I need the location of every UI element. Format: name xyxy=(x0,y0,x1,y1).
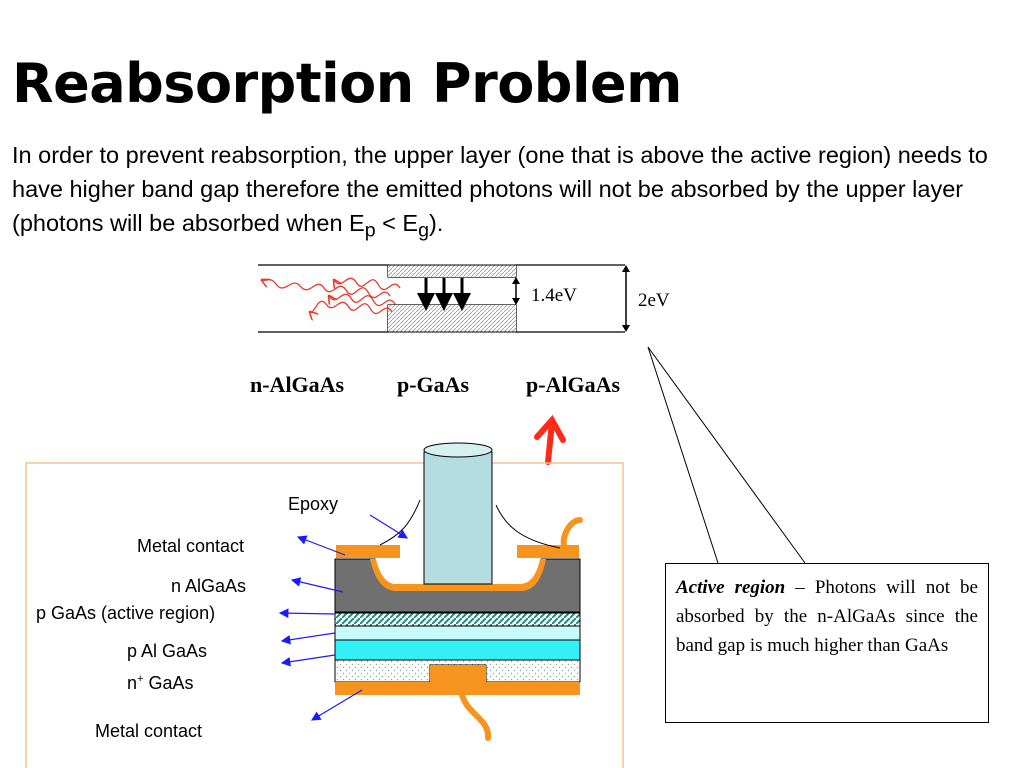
label-epoxy: Epoxy xyxy=(288,494,339,514)
band-diagram xyxy=(258,264,630,333)
body-text-end: ). xyxy=(428,210,444,236)
large-gap-label: 2eV xyxy=(638,290,670,311)
note-text: – Photons will not be absorbed by the n-… xyxy=(676,577,978,656)
epoxy-meniscus xyxy=(495,504,561,549)
cup-contact xyxy=(370,559,546,591)
emission-up-arrow xyxy=(534,414,566,465)
active-region-note: Active region – Photons will not be abso… xyxy=(665,563,989,723)
bottom-contact xyxy=(335,665,580,695)
layer-label-p-gaas: p-GaAs xyxy=(397,372,470,397)
top-contact-right xyxy=(517,545,579,558)
active-region-layer xyxy=(334,612,581,627)
emission-arrows xyxy=(417,278,471,311)
layer-label-n-algaas: n-AlGaAs xyxy=(250,372,345,397)
light-cyan-layer xyxy=(334,625,581,641)
p-algaas-layer xyxy=(334,639,581,661)
layer-label-p-algaas: p-AlGaAs xyxy=(526,372,621,397)
label-n-algaas: n AlGaAs xyxy=(171,576,247,596)
bottom-lead xyxy=(459,692,492,741)
small-gap-arrow xyxy=(512,277,520,305)
top-contact-left xyxy=(336,545,400,558)
large-gap-arrow xyxy=(622,265,630,332)
n-plus-base: n xyxy=(127,673,138,693)
led-device xyxy=(334,442,583,741)
small-gap-label: 1.4eV xyxy=(531,285,577,306)
hatched-lower-region xyxy=(388,305,516,332)
n-plus-superscript: + xyxy=(137,673,144,685)
photon-waves xyxy=(262,278,401,313)
slide-title: Reabsorption Problem xyxy=(12,52,682,115)
hatched-upper-region xyxy=(388,265,516,277)
subscript-p: p xyxy=(364,219,376,242)
body-text-lt: < E xyxy=(375,210,419,236)
epoxy-meniscus-left xyxy=(379,499,421,546)
optical-fiber xyxy=(423,442,493,585)
device-frame xyxy=(25,462,624,768)
pointer-arrows xyxy=(278,514,409,721)
label-metal-contact-top: Metal contact xyxy=(137,536,245,556)
label-p-algaas: p Al GaAs xyxy=(127,641,208,661)
bond-wire xyxy=(560,517,583,551)
body-paragraph: In order to prevent reabsorption, the up… xyxy=(12,138,1017,248)
n-plus-rest: GaAs xyxy=(143,673,194,693)
label-n-plus-gaas: n+ GaAs xyxy=(127,673,193,694)
body-text-main: In order to prevent reabsorption, the up… xyxy=(12,142,988,236)
subscript-g: g xyxy=(418,219,429,242)
label-p-gaas-active: p GaAs (active region) xyxy=(36,603,216,623)
note-emphasis: Active region xyxy=(676,577,786,598)
label-metal-contact-bottom: Metal contact xyxy=(95,721,203,741)
callout-lines xyxy=(647,346,806,564)
